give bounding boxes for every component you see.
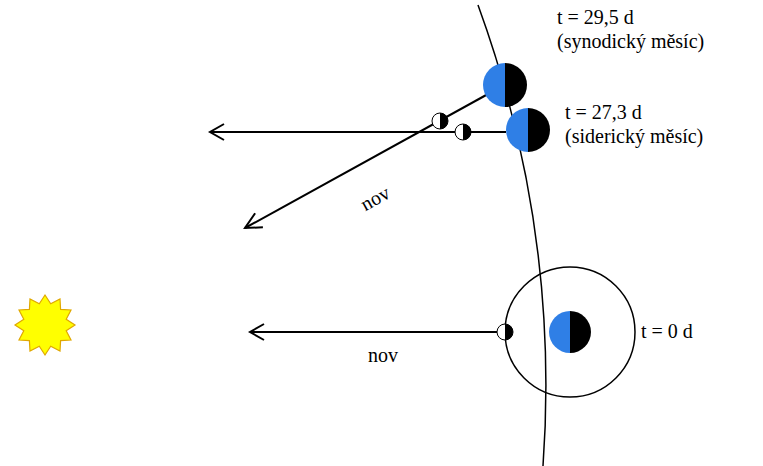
phase-label: nov — [357, 181, 394, 215]
arrowhead — [245, 213, 263, 228]
phase-label: nov — [368, 344, 398, 366]
earth-symbol — [549, 311, 591, 353]
moon-symbol — [497, 324, 513, 340]
sun-direction-line — [250, 331, 497, 333]
moon-orbit — [505, 267, 635, 397]
sun-symbol — [15, 295, 75, 355]
sun-direction-line — [245, 94, 488, 228]
time-label: t = 27,3 d — [565, 101, 642, 123]
time-label: t = 0 d — [641, 320, 693, 342]
time-label: t = 29,5 d — [557, 6, 634, 28]
month-name: (synodický měsíc) — [557, 30, 704, 52]
earth-symbol — [483, 63, 527, 107]
arrowhead — [210, 124, 224, 140]
earth-symbol — [506, 108, 550, 152]
arrowhead — [250, 324, 264, 340]
moon-symbol — [432, 113, 448, 129]
moon-symbol — [455, 124, 471, 140]
earth-orbit — [478, 5, 546, 466]
month-name: (siderický měsíc) — [565, 125, 703, 147]
